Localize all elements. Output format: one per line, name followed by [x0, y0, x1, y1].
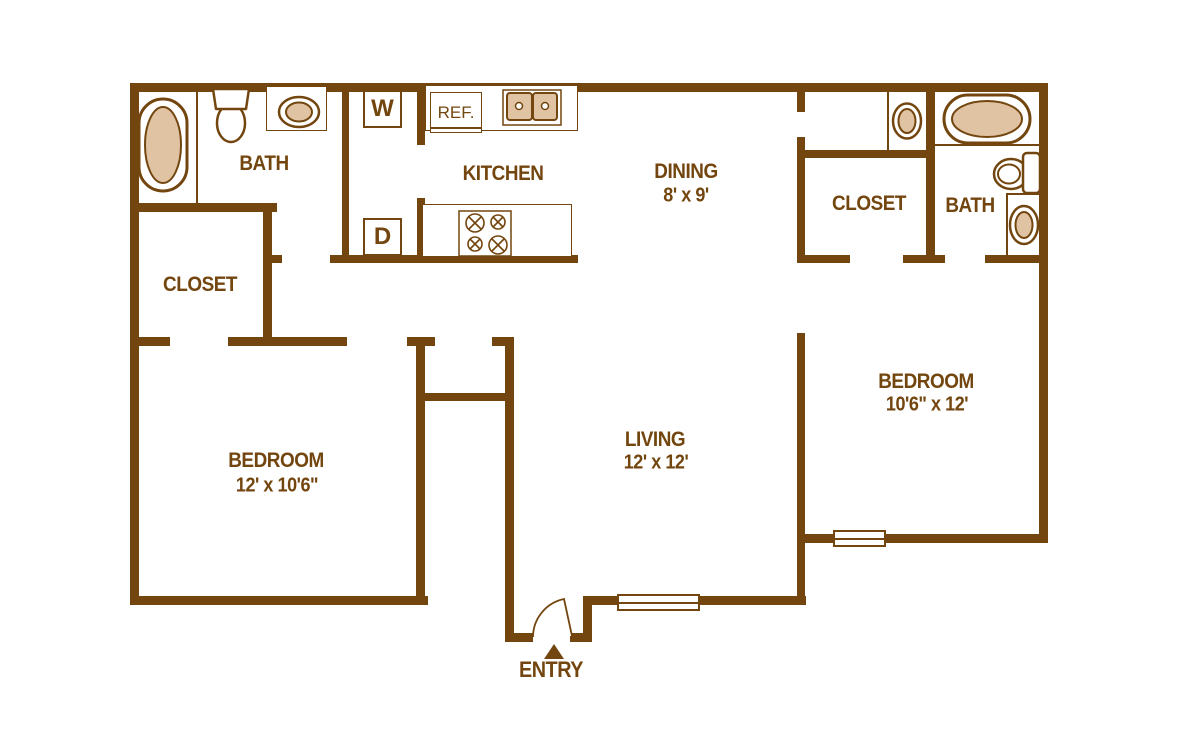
window-pane — [835, 537, 884, 540]
wall-segment — [407, 337, 435, 346]
wall-segment — [130, 83, 1048, 92]
sink-fixture — [277, 95, 321, 129]
refrigerator-box: REF. — [430, 92, 482, 133]
wall-segment — [130, 596, 428, 605]
bedroom-window — [833, 530, 886, 547]
vanity-divider — [1006, 193, 1040, 195]
dryer-box: D — [363, 218, 402, 256]
entry-arrow-icon — [544, 644, 564, 659]
room-dims-bedroom-right: 10'6" x 12' — [885, 393, 969, 416]
vanity-divider — [887, 92, 889, 152]
room-dims-bedroom-left: 12' x 10'6" — [235, 474, 319, 497]
wall-segment — [583, 597, 592, 642]
sink-fixture — [891, 102, 923, 140]
wall-segment — [342, 88, 349, 263]
room-label-closet-left: CLOSET — [163, 273, 237, 296]
wall-segment — [797, 137, 805, 263]
wall-segment — [492, 337, 514, 346]
wall-segment — [903, 255, 945, 263]
wall-segment — [505, 340, 514, 642]
wall-segment — [417, 198, 425, 263]
washer-box: W — [363, 90, 402, 128]
kitchen-sink-fixture — [502, 89, 562, 126]
wall-segment — [797, 333, 805, 605]
toilet-fixture — [211, 87, 251, 144]
wall-segment — [505, 633, 533, 642]
window-pane — [619, 601, 698, 604]
room-label-bedroom-left: BEDROOM — [228, 449, 324, 472]
wall-segment — [926, 88, 935, 263]
room-label-dining: DINING — [654, 160, 718, 183]
bathtub-fixture — [137, 97, 189, 193]
washer-label: W — [371, 95, 394, 122]
wall-segment — [130, 337, 170, 346]
wall-segment — [263, 255, 282, 263]
entry-label: ENTRY — [518, 657, 584, 682]
bathtub-fixture — [942, 93, 1032, 145]
wall-segment — [583, 596, 617, 605]
wall-segment — [330, 255, 578, 263]
room-label-living: LIVING — [624, 428, 686, 451]
room-label-closet-right: CLOSET — [832, 192, 906, 215]
tub-alcove-divider — [935, 144, 1039, 146]
tub-alcove-divider — [196, 88, 198, 205]
entry-door-swing — [532, 597, 573, 638]
toilet-fixture — [992, 151, 1042, 195]
wall-segment — [425, 393, 514, 401]
wall-segment — [800, 255, 850, 263]
vanity-divider — [1006, 193, 1008, 255]
wall-segment — [416, 340, 425, 605]
refrigerator-box-line — [431, 127, 481, 129]
room-label-bath-right: BATH — [945, 194, 995, 217]
wall-segment — [1039, 83, 1048, 543]
dryer-label: D — [373, 223, 392, 250]
room-label-kitchen: KITCHEN — [462, 162, 544, 185]
sink-fixture — [1008, 204, 1040, 246]
stove-fixture — [458, 210, 512, 257]
wall-segment — [985, 255, 1048, 263]
wall-segment — [797, 90, 805, 112]
room-dims-living: 12' x 12' — [623, 451, 689, 474]
wall-segment — [700, 596, 806, 605]
refrigerator-label: REF. — [437, 102, 475, 122]
wall-segment — [417, 88, 425, 145]
room-label-bath-left: BATH — [239, 152, 289, 175]
wall-segment — [228, 337, 347, 346]
room-label-bedroom-right: BEDROOM — [878, 370, 974, 393]
living-window — [617, 594, 700, 611]
wall-segment — [570, 633, 592, 642]
wall-segment — [263, 205, 272, 346]
wall-segment — [797, 150, 935, 158]
room-dims-dining: 8' x 9' — [663, 184, 709, 207]
wall-segment — [135, 203, 277, 212]
wall-segment — [885, 534, 1048, 543]
wall-segment — [798, 534, 835, 543]
